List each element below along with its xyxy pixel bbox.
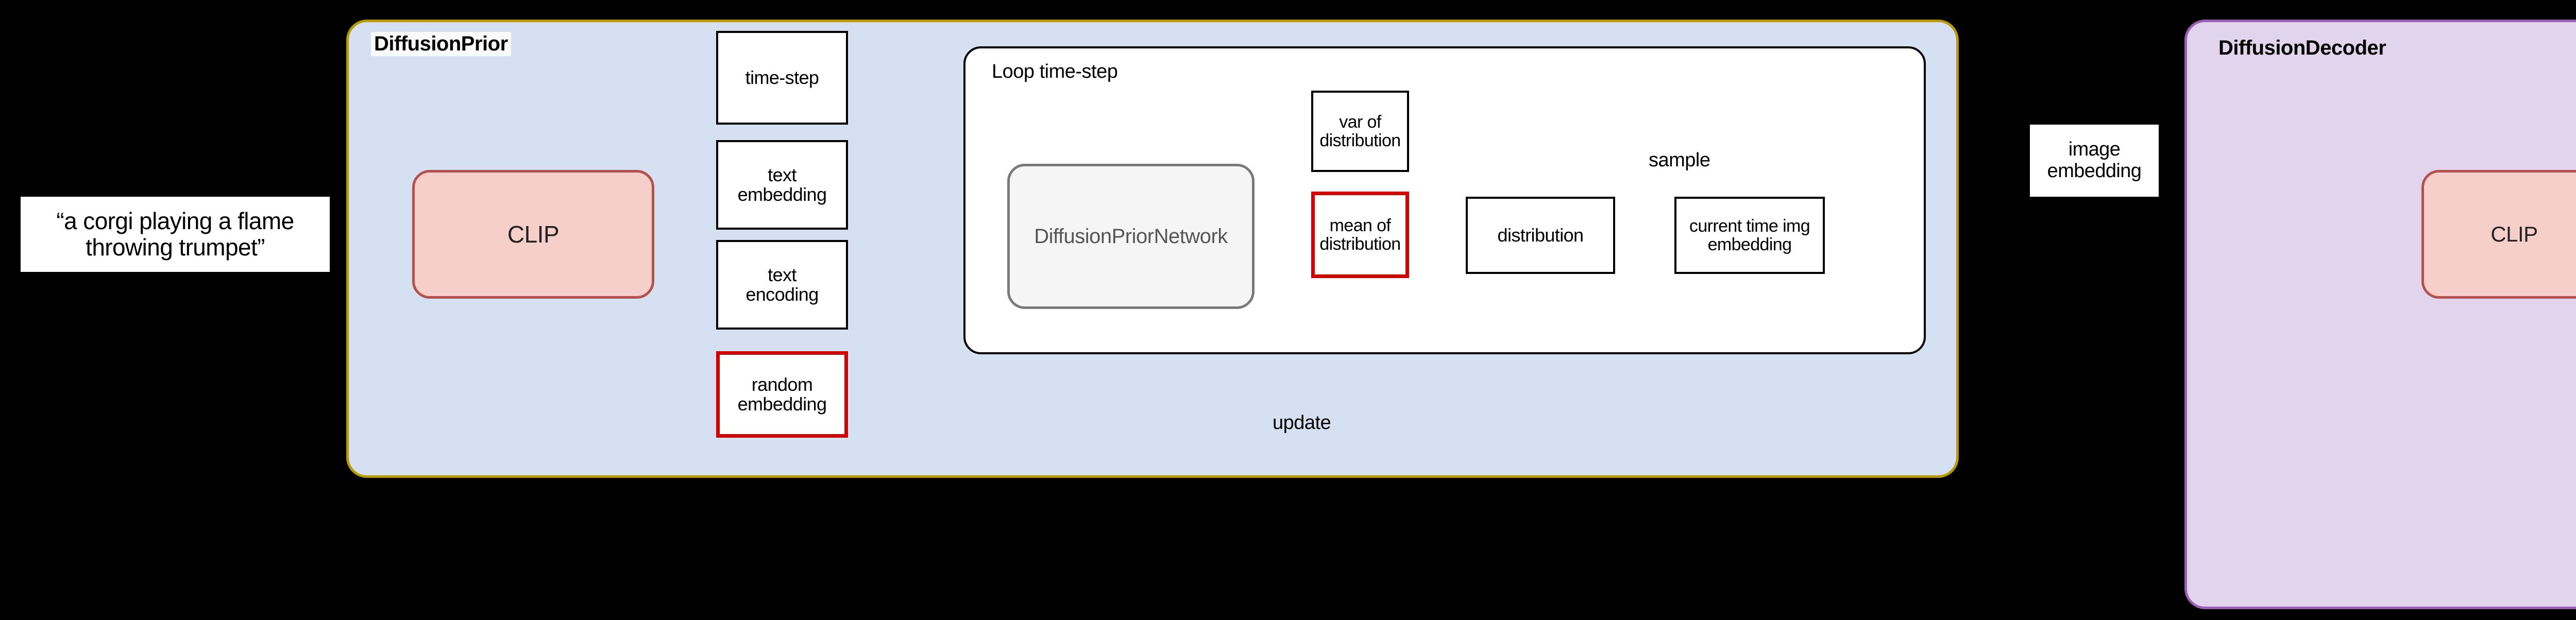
prior-clip-label: CLIP — [507, 221, 560, 248]
prior-input-time-step-label: time-step — [745, 66, 819, 88]
prior-clip-module: CLIP — [412, 170, 654, 299]
prior-var-of-distribution-label: var of distribution — [1319, 112, 1401, 150]
decoder-clip-module: CLIP — [2421, 170, 2576, 299]
prior-mean-of-distribution-label: mean of distribution — [1319, 215, 1401, 254]
prior-input-text-embedding-label: text embedding — [737, 164, 827, 205]
prior-input-text-encoding: text encoding — [716, 240, 848, 330]
prompt-box: “a corgi playing a flame throwing trumpe… — [21, 197, 330, 272]
prior-distribution-box: distribution — [1466, 197, 1615, 274]
prior-update-label: update — [1273, 412, 1331, 434]
prior-current-time-img-embedding: current time img embedding — [1674, 197, 1825, 274]
prior-var-of-distribution: var of distribution — [1311, 91, 1409, 172]
image-embedding-label: image embedding — [2047, 139, 2142, 182]
decoder-clip-label: CLIP — [2490, 222, 2538, 246]
prior-loop-title: Loop time-step — [992, 61, 1118, 82]
prior-sample-label: sample — [1649, 149, 1710, 171]
diffusion-decoder-group — [2184, 20, 2576, 609]
prior-input-text-embedding: text embedding — [716, 140, 848, 230]
prompt-text: “a corgi playing a flame throwing trumpe… — [56, 208, 294, 261]
diffusion-prior-network-module: DiffusionPriorNetwork — [1007, 164, 1255, 309]
prior-distribution-label: distribution — [1497, 224, 1584, 246]
diffusion-prior-title: DiffusionPrior — [371, 32, 511, 56]
diffusion-decoder-title: DiffusionDecoder — [2218, 37, 2386, 59]
prior-current-time-img-embedding-label: current time img embedding — [1689, 216, 1810, 254]
prior-input-random-embedding: random embedding — [716, 351, 848, 438]
image-embedding-box: image embedding — [2030, 125, 2159, 197]
prior-input-random-embedding-label: random embedding — [737, 373, 827, 415]
prior-mean-of-distribution: mean of distribution — [1311, 192, 1409, 278]
prior-input-time-step: time-step — [716, 31, 848, 125]
diffusion-prior-network-label: DiffusionPriorNetwork — [1034, 225, 1228, 248]
prior-input-text-encoding-label: text encoding — [745, 264, 819, 305]
